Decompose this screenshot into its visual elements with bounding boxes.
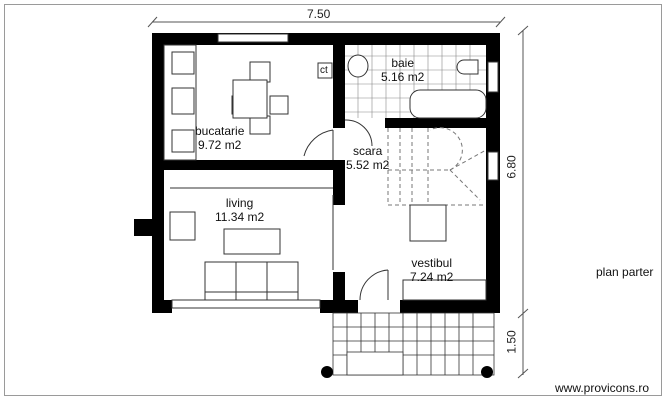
plan-title: plan parter <box>596 265 654 279</box>
kitchen-counter <box>163 44 333 161</box>
room-name: living <box>225 196 254 210</box>
room-label-vestibul: vestibul 7.24 m2 <box>410 256 453 284</box>
room-area: 5.52 m2 <box>346 158 390 172</box>
terrace-depth-dimension-label: 1.50 <box>504 330 519 354</box>
room-label-scara: scara 5.52 m2 <box>346 144 389 172</box>
width-dimension-label: 7.50 <box>307 7 331 21</box>
bath-fixtures <box>347 54 487 119</box>
house-depth-dimension-label: 6.80 <box>504 155 519 179</box>
room-name: baie <box>391 56 415 70</box>
terrace-columns <box>321 366 493 378</box>
living-furniture <box>169 187 334 301</box>
terrace-grid <box>332 312 495 376</box>
room-area: 9.72 m2 <box>198 138 242 152</box>
dining-table <box>231 61 289 135</box>
room-label-baie: baie 5.16 m2 <box>381 56 424 84</box>
website-link[interactable]: www.provicons.ro <box>555 381 650 395</box>
door-swings <box>303 119 389 301</box>
boiler-label: ct <box>320 65 328 76</box>
vestibul-furniture <box>402 204 487 301</box>
drawing-frame <box>4 4 662 396</box>
room-name: bucatarie <box>195 124 245 138</box>
room-label-living: living 11.34 m2 <box>215 196 264 224</box>
room-label-bucatarie: bucatarie 9.72 m2 <box>195 124 244 152</box>
room-name: scara <box>353 144 383 158</box>
dimension-lines <box>147 16 529 379</box>
room-area: 11.34 m2 <box>215 210 265 224</box>
room-area: 7.24 m2 <box>410 270 454 284</box>
room-area: 5.16 m2 <box>381 70 425 84</box>
staircase <box>387 127 487 206</box>
room-name: vestibul <box>411 256 453 270</box>
